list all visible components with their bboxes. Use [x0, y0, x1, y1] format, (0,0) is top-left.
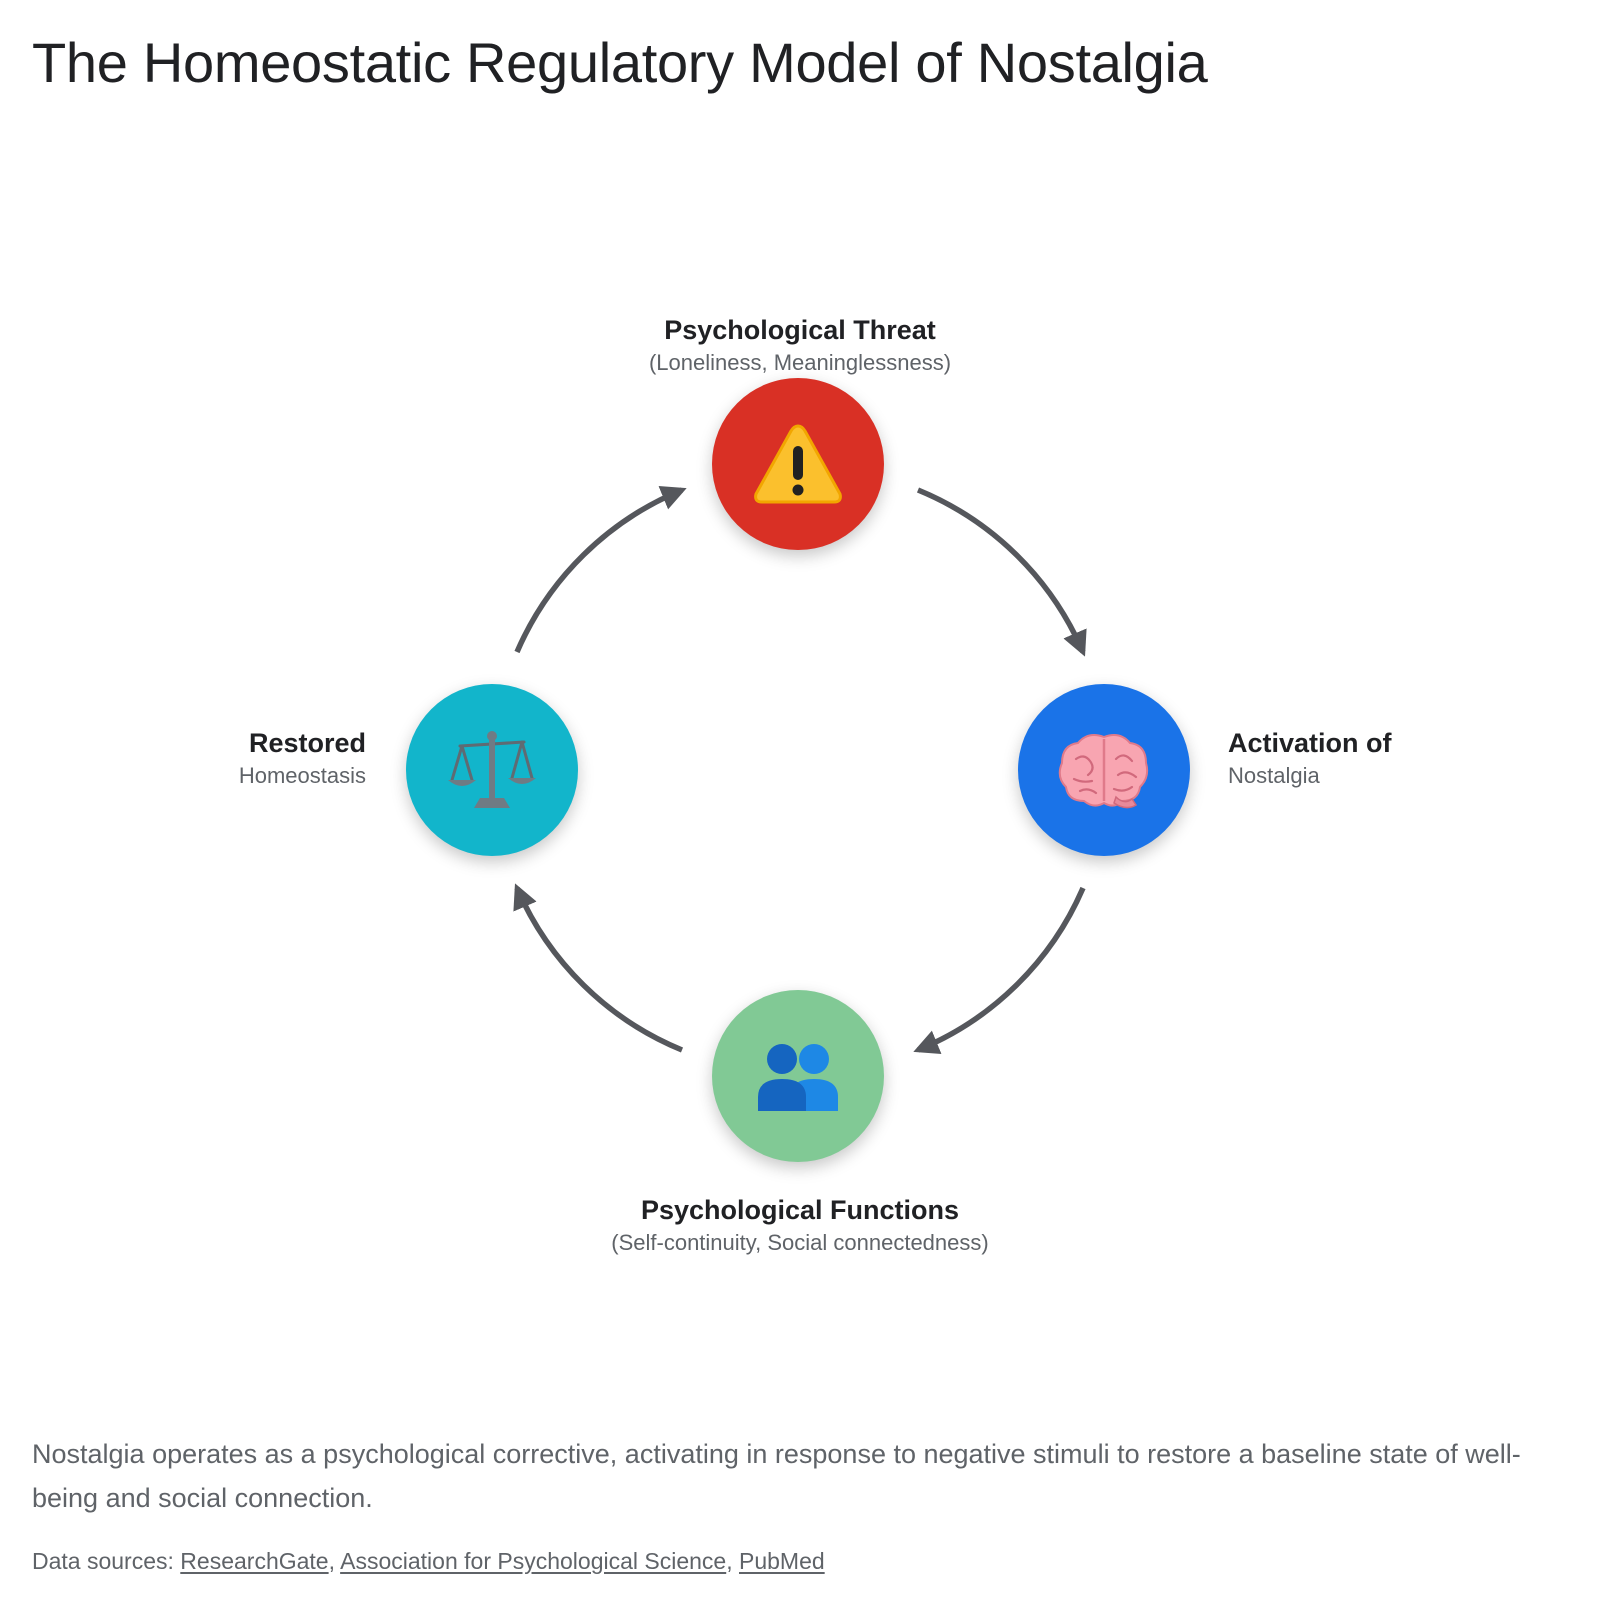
- brain-icon: [1058, 731, 1150, 809]
- arrow-restored-to-threat: [514, 485, 687, 654]
- arrow-functions-to-restored: [513, 883, 684, 1053]
- activation-node: [1018, 684, 1190, 856]
- source-link-researchgate[interactable]: ResearchGate: [180, 1548, 329, 1574]
- threat-label: Psychological Threat (Loneliness, Meanin…: [500, 313, 1100, 379]
- restored-subtitle: Homeostasis: [238, 763, 366, 788]
- activation-title: Activation of: [1228, 728, 1392, 758]
- activation-label: Activation of Nostalgia: [1228, 726, 1392, 792]
- arrow-threat-to-activation: [916, 487, 1087, 657]
- arrow-activation-to-functions: [913, 886, 1086, 1055]
- caption: Nostalgia operates as a psychological co…: [32, 1439, 1521, 1513]
- threat-title: Psychological Threat: [664, 315, 936, 345]
- functions-label: Psychological Functions (Self-continuity…: [500, 1193, 1100, 1259]
- source-link-aps[interactable]: Association for Psychological Science: [340, 1548, 727, 1574]
- activation-subtitle: Nostalgia: [1228, 763, 1320, 788]
- functions-subtitle: (Self-continuity, Social connectedness): [611, 1230, 989, 1255]
- threat-node: [712, 378, 884, 550]
- warning-icon: [752, 422, 844, 506]
- restored-node: [406, 684, 578, 856]
- restored-label: Restored Homeostasis: [239, 726, 366, 792]
- source-link-pubmed[interactable]: PubMed: [739, 1548, 825, 1574]
- restored-title: Restored: [248, 728, 366, 758]
- sources-separator: ,: [328, 1548, 341, 1574]
- balance-scale-icon: [446, 728, 538, 812]
- page-title: The Homeostatic Regulatory Model of Nost…: [32, 31, 1208, 94]
- sources-prefix: Data sources:: [32, 1548, 181, 1574]
- threat-subtitle: (Loneliness, Meaninglessness): [648, 350, 952, 375]
- functions-node: [712, 990, 884, 1162]
- data-sources: Data sources: ResearchGate, Association …: [32, 1548, 825, 1575]
- functions-title: Psychological Functions: [640, 1195, 960, 1225]
- people-icon: [752, 1039, 844, 1113]
- sources-separator: ,: [726, 1548, 739, 1574]
